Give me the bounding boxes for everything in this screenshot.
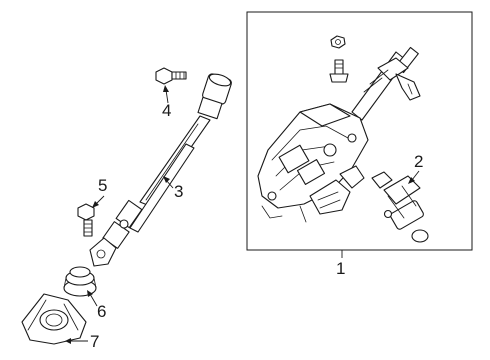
steering-column-assembly bbox=[257, 35, 421, 223]
callout-4: 4 bbox=[162, 101, 172, 120]
bolt-5-part bbox=[77, 203, 95, 237]
column-assembly-frame bbox=[246, 11, 473, 251]
seal-ring-part bbox=[63, 266, 97, 297]
bolt-4-part bbox=[155, 67, 187, 85]
callout-3: 3 bbox=[174, 182, 184, 201]
callout-2: 2 bbox=[414, 152, 424, 171]
cover-plate-part bbox=[21, 293, 87, 345]
callout-1: 1 bbox=[336, 259, 346, 278]
leader-lines bbox=[65, 85, 420, 344]
callout-7: 7 bbox=[90, 332, 100, 351]
intermediate-shaft-part bbox=[89, 73, 232, 267]
callout-6: 6 bbox=[97, 302, 107, 321]
callout-5: 5 bbox=[98, 176, 108, 195]
ignition-lock-part bbox=[371, 171, 429, 243]
